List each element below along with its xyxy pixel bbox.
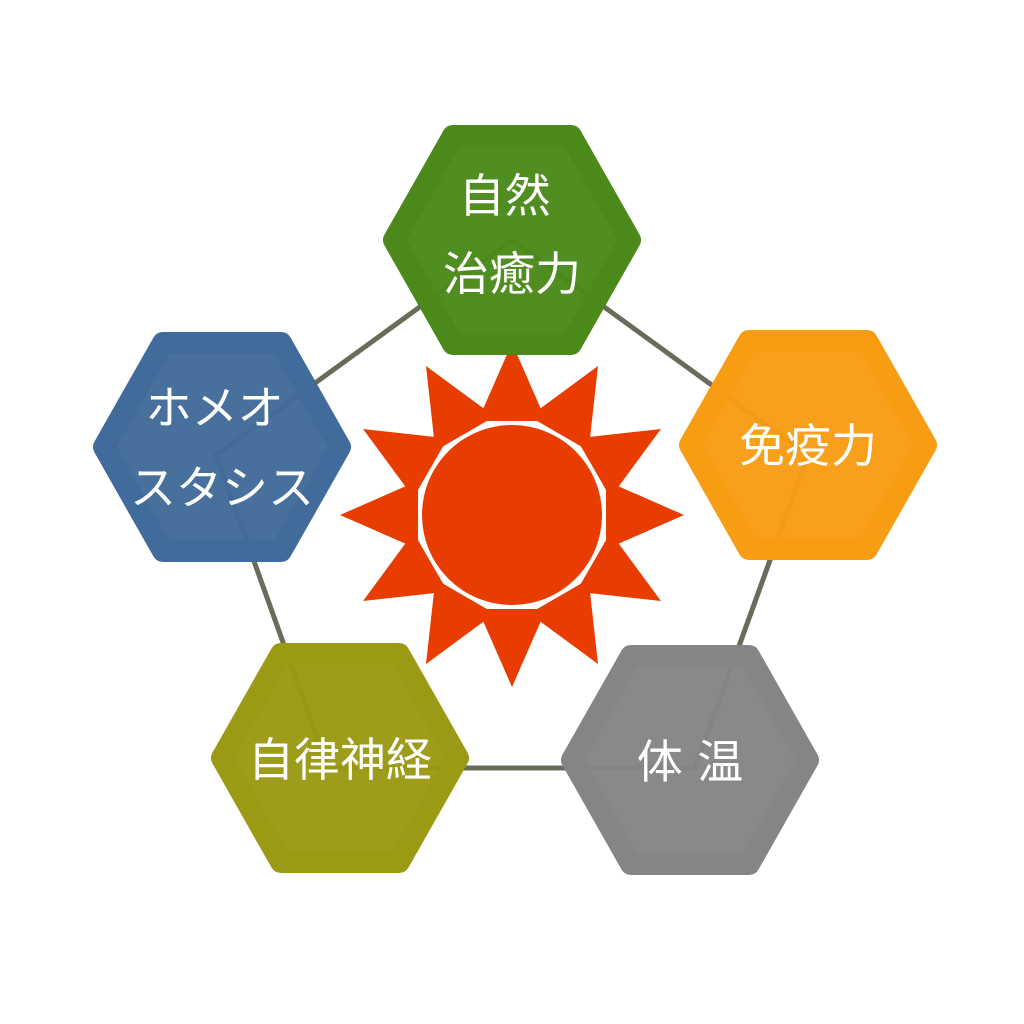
hexagon-body-temperature	[561, 645, 819, 875]
label-natural-healing-line-1: 自然	[459, 169, 551, 223]
sun-ray	[363, 429, 448, 498]
sun-ray	[605, 480, 684, 550]
node-body-temperature: 体 温	[561, 645, 819, 875]
sun-ray	[477, 608, 547, 687]
sun-ray	[576, 429, 661, 498]
sun-ray	[426, 579, 495, 664]
sun-ray	[576, 532, 661, 601]
label-homeostasis-line-1: ホメオ	[146, 381, 284, 435]
label-autonomic-nerves-line-1: 自律神経	[248, 733, 432, 787]
label-natural-healing-line-2: 治癒力	[443, 247, 581, 301]
node-natural-healing: 自然 治癒力	[383, 125, 641, 355]
sun-ray	[363, 532, 448, 601]
hexagon-natural-healing	[383, 125, 641, 355]
sun-icon	[340, 343, 684, 687]
sun-disc	[422, 425, 602, 605]
label-body-temperature: 体 温	[637, 735, 744, 789]
sun-ray	[529, 579, 598, 664]
node-immunity: 免疫力	[679, 330, 937, 560]
sun-ray	[340, 480, 419, 550]
hexagon-homeostasis	[93, 332, 351, 562]
label-autonomic-nerves: 自律神経	[248, 733, 432, 787]
node-homeostasis: ホメオ スタシス	[93, 332, 351, 562]
sun-ray	[477, 343, 547, 422]
sun-ray	[529, 366, 598, 451]
hexagon-autonomic-nerves	[211, 643, 469, 873]
label-immunity-line-1: 免疫力	[739, 419, 877, 473]
label-immunity: 免疫力	[739, 419, 877, 473]
label-natural-healing: 自然 治癒力	[443, 169, 581, 301]
label-homeostasis: ホメオ スタシス	[130, 381, 314, 515]
node-autonomic-nerves: 自律神経	[211, 643, 469, 873]
sun-ray	[426, 366, 495, 451]
hexagon-immunity	[679, 330, 937, 560]
label-body-temperature-line-1: 体 温	[637, 735, 744, 789]
label-homeostasis-line-2: スタシス	[130, 461, 314, 515]
